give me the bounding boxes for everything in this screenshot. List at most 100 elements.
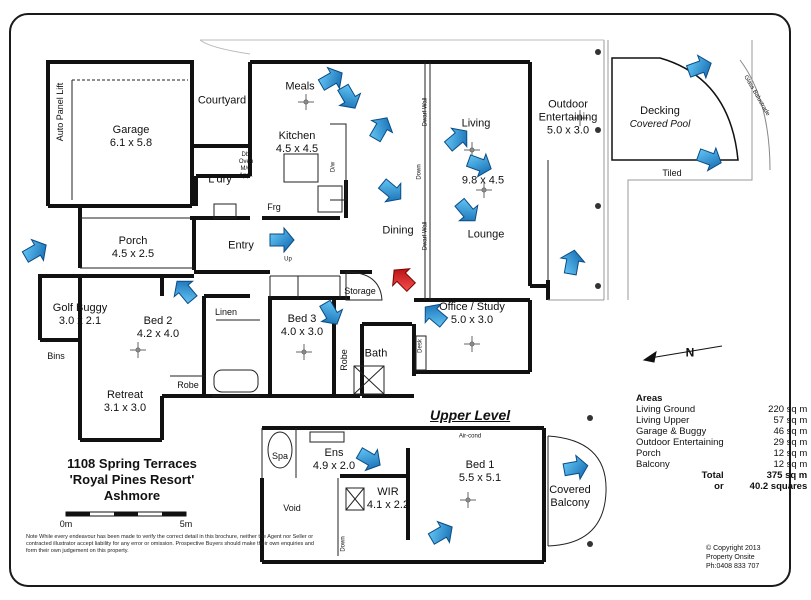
room-name: Entertaining: [538, 111, 598, 124]
area-total-label: Total: [701, 470, 724, 481]
room-dim: 4.0 x 3.0: [280, 326, 324, 338]
spa-label: Spa: [271, 451, 289, 461]
title-line: Ashmore: [103, 488, 161, 503]
title-line: 'Royal Pines Resort': [69, 472, 195, 487]
room-name: Bed 2: [143, 315, 173, 327]
camera-arrow-icon: [695, 146, 722, 172]
room-dim: 3.1 x 3.0: [103, 402, 147, 414]
area-value: 12 sq m: [773, 459, 808, 470]
dwarf-wall-label: Dwarf Wall: [422, 97, 429, 127]
camera-arrow-icon: [269, 226, 295, 254]
room-name: Porch: [118, 235, 148, 247]
room-laundry: L'dry: [208, 173, 232, 186]
fridge-label: Frg: [267, 202, 281, 212]
area-value: 29 sq m: [773, 437, 808, 448]
room-name: Balcony: [550, 497, 590, 509]
dishwasher-label: D/w: [330, 161, 337, 173]
robe-label: Robe: [339, 349, 349, 371]
room-entry: Entry: [228, 239, 254, 252]
scale-bar: [65, 511, 187, 517]
room-courtyard: Courtyard: [197, 94, 247, 107]
area-label: Porch: [636, 448, 661, 459]
area-label: Living Ground: [636, 404, 696, 415]
room-name: Bed 1: [465, 459, 495, 471]
bins-label: Bins: [47, 351, 65, 361]
camera-arrow-icon: [317, 66, 343, 91]
north-arrow-icon: [642, 345, 723, 363]
copyright-line: © Copyright 2013: [706, 545, 761, 552]
area-value: 57 sq m: [773, 415, 808, 426]
upper-level-heading: Upper Level: [430, 407, 511, 423]
desk-label: Desk: [417, 339, 424, 353]
down-label: Down: [416, 164, 423, 180]
upper-walls: [260, 426, 546, 564]
room-dim: 4.5 x 2.5: [111, 248, 155, 260]
label-line: Dbl: [241, 152, 251, 158]
room-dim: 6.1 x 5.8: [109, 137, 153, 149]
page-border: [9, 13, 791, 587]
disclaimer-note: Note While every endeavour has been made…: [26, 534, 314, 554]
aircond-label: Air-cond: [458, 433, 482, 440]
stairs-up-label: Up: [284, 256, 292, 263]
dwarf-wall-label: Dwarf Wall: [422, 221, 429, 251]
area-label: Balcony: [636, 459, 670, 470]
camera-arrow-icon: [355, 447, 381, 472]
room-sub: Covered Pool: [629, 119, 691, 130]
area-label: Outdoor Entertaining: [636, 437, 724, 448]
camera-arrow-icon: [21, 238, 47, 263]
area-squares-value: 40.2 squares: [749, 481, 808, 492]
area-label: Garage & Buggy: [636, 426, 707, 437]
scale-end-label: 5m: [179, 519, 193, 529]
camera-arrow-icon: [454, 197, 479, 222]
label-line: M/w: [240, 166, 252, 172]
title-line: 1108 Spring Terraces: [67, 456, 197, 471]
area-label: Living Upper: [636, 415, 690, 426]
room-dim: 4.1 x 2.2: [366, 499, 410, 511]
inner-lines: [71, 39, 771, 397]
north-label: N: [685, 345, 695, 360]
room-dim: 3.0 x 2.1: [58, 315, 102, 327]
room-dim: 4.2 x 4.0: [136, 328, 180, 340]
auto-panel-lift-label: Auto Panel Lift: [55, 82, 65, 142]
scale-start-label: 0m: [59, 519, 73, 529]
ceiling-fan-icons: [130, 94, 588, 508]
area-row: Living Upper 57 sq m: [636, 415, 811, 426]
camera-arrow-icon: [559, 249, 586, 276]
room-lounge: Lounge: [467, 228, 505, 241]
room-storage: Storage: [344, 286, 376, 296]
room-name: Kitchen: [278, 130, 316, 142]
area-row: Outdoor Entertaining 29 sq m: [636, 437, 811, 448]
camera-arrow-icon: [685, 54, 712, 80]
columns: [587, 49, 601, 547]
upper-inner: [261, 428, 607, 556]
room-name: Garage: [112, 124, 150, 136]
tiled-label: Tiled: [662, 168, 682, 178]
room-name: Bed 3: [287, 313, 317, 325]
room-name: WIR: [377, 486, 399, 498]
camera-arrow-red-icon: [392, 268, 417, 293]
room-name: Retreat: [106, 389, 144, 401]
room-dining: Dining: [382, 224, 414, 237]
camera-arrow-icon: [337, 83, 362, 109]
camera-arrow-icon: [465, 152, 492, 178]
camera-arrow-icon: [173, 280, 198, 305]
room-name: Outdoor: [548, 98, 588, 111]
room-living: Living: [461, 117, 491, 130]
